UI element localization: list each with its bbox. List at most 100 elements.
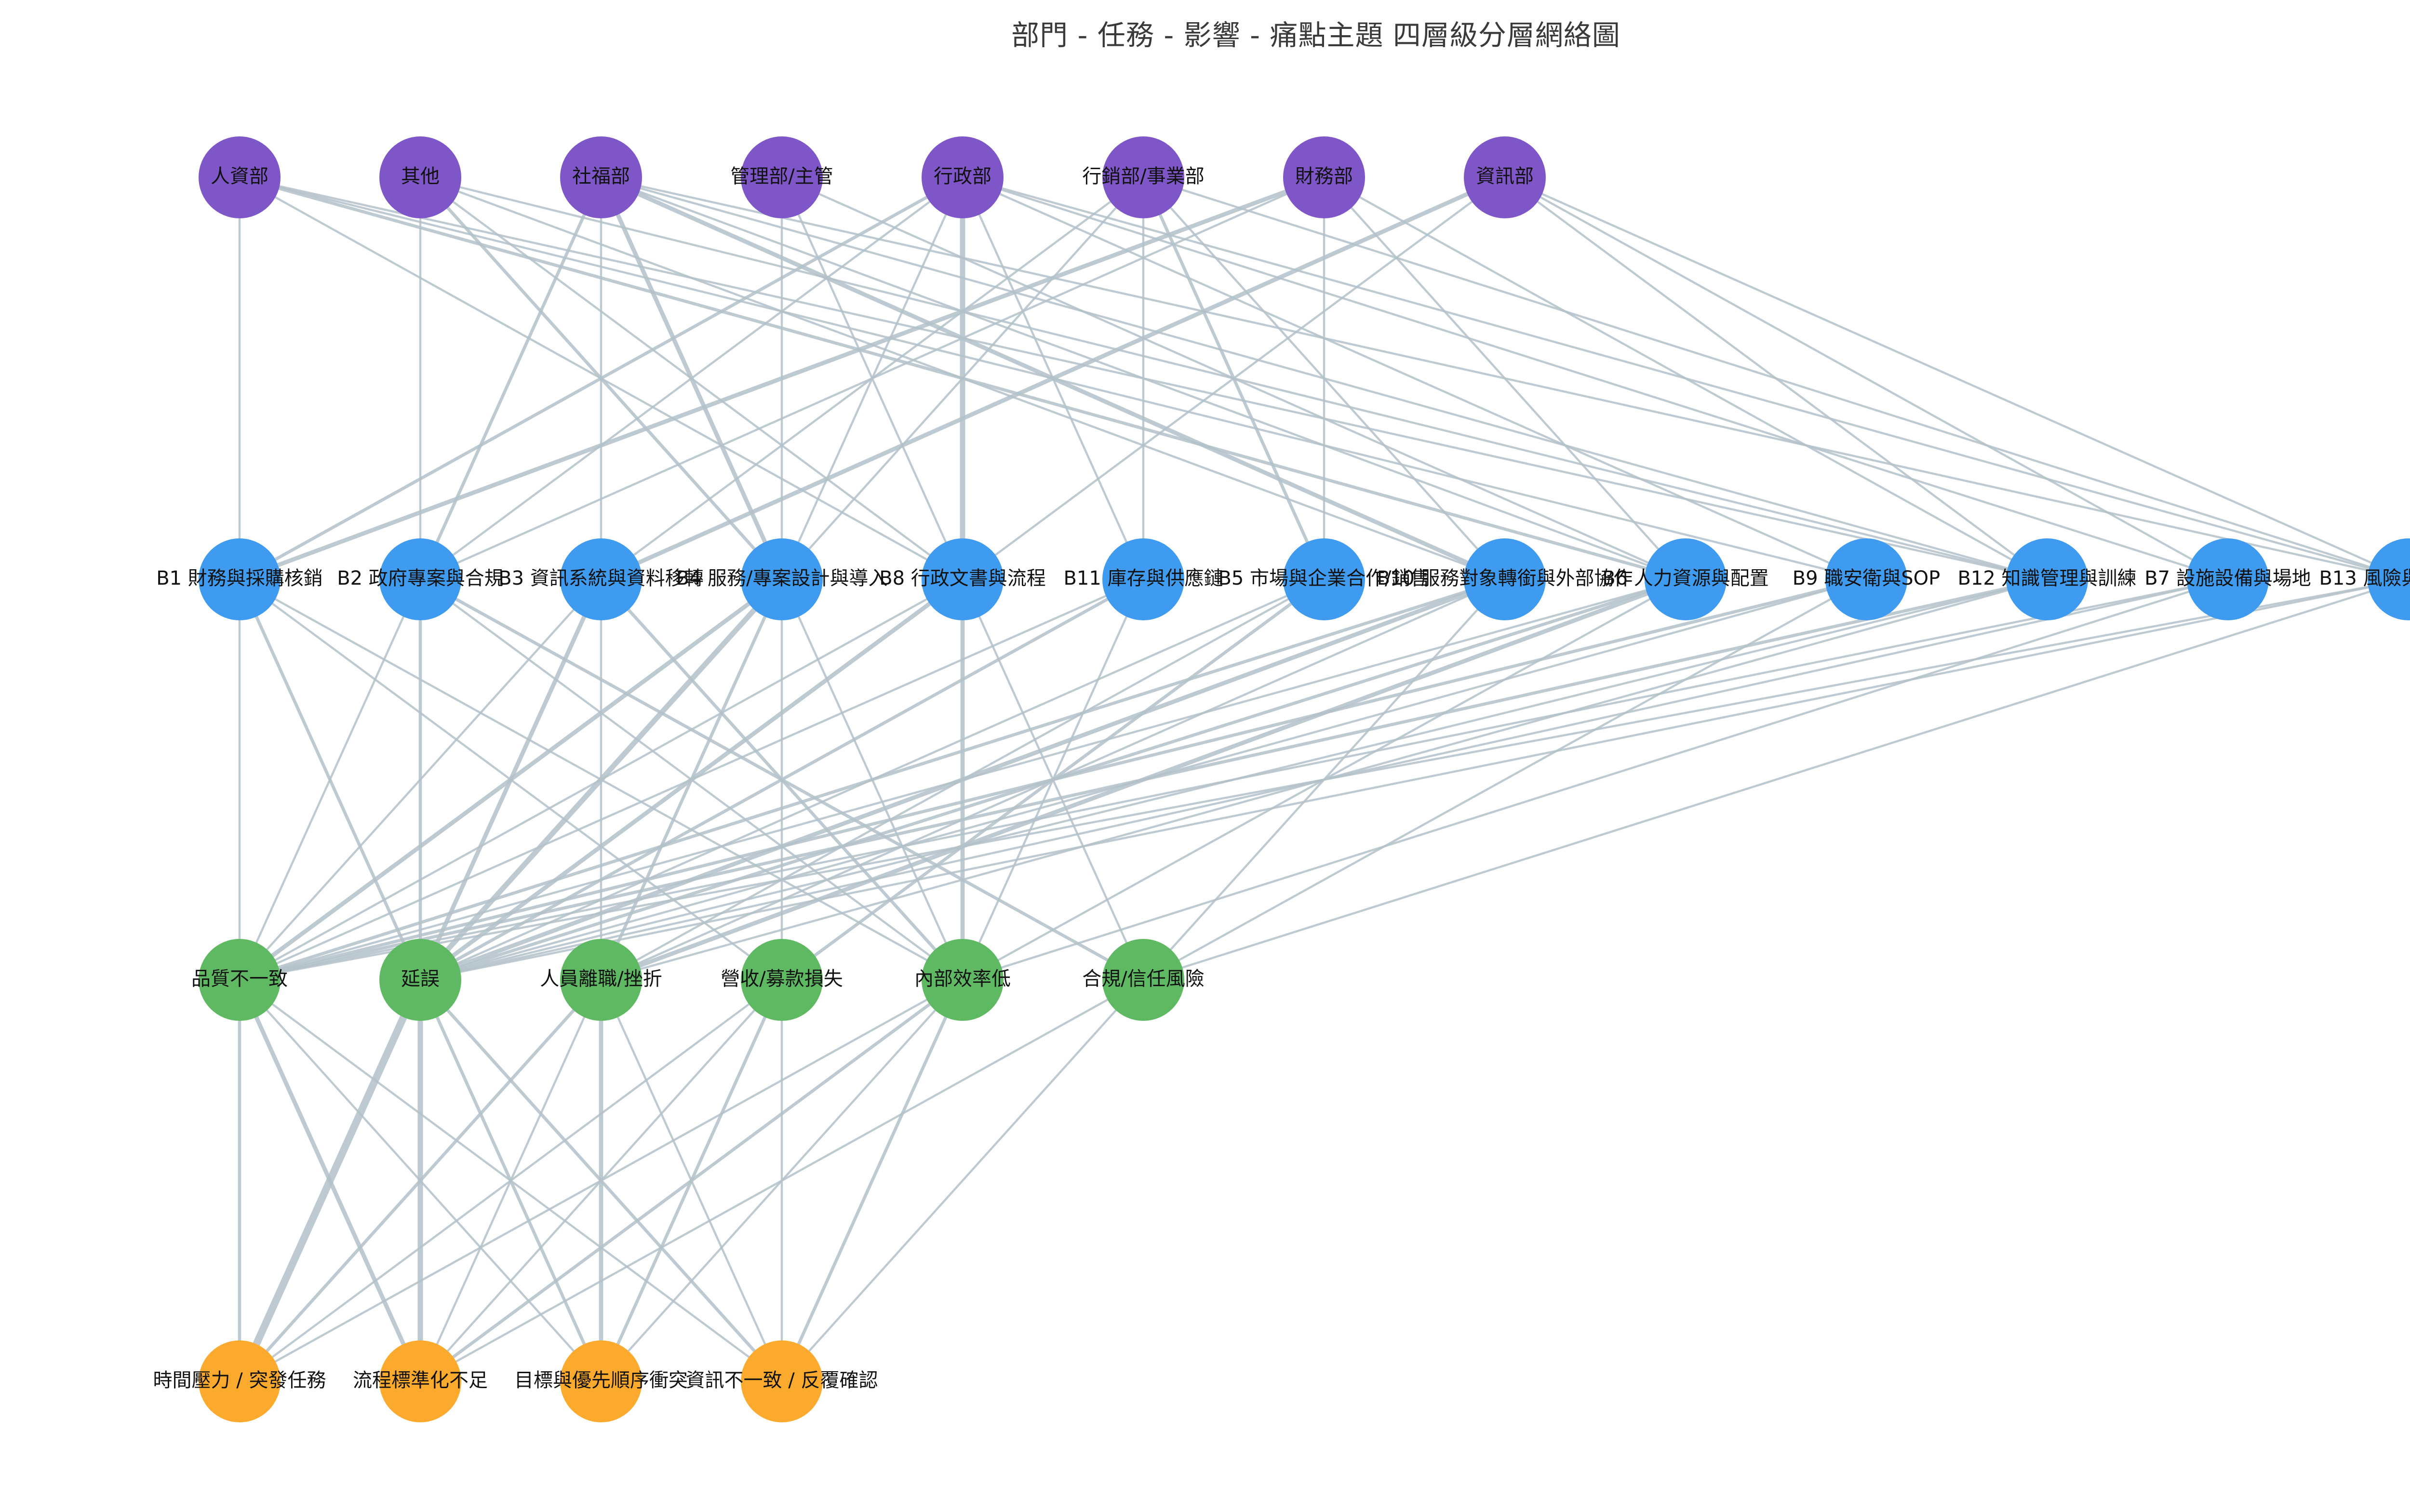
graph-node-p2[interactable]: 流程標準化不足 <box>353 1340 488 1422</box>
node-label: 社福部 <box>572 165 630 187</box>
graph-edge <box>780 176 1145 581</box>
node-label: B7 設施設備與場地 <box>2144 567 2311 589</box>
node-circle[interactable] <box>199 939 281 1021</box>
graph-edge <box>1503 176 2048 581</box>
node-circle[interactable] <box>379 538 461 620</box>
graph-node-d3[interactable]: 社福部 <box>560 136 642 218</box>
node-circle[interactable] <box>922 136 1004 218</box>
graph-node-b13[interactable]: B13 風險與緊急應變 <box>2319 538 2410 620</box>
node-circle[interactable] <box>1464 136 1546 218</box>
graph-node-p1[interactable]: 時間壓力 / 突發任務 <box>153 1340 326 1422</box>
node-circle[interactable] <box>922 939 1004 1021</box>
node-circle[interactable] <box>379 1340 461 1422</box>
node-label: B11 庫存與供應鏈 <box>1063 567 1223 589</box>
node-label: 財務部 <box>1295 165 1353 187</box>
graph-node-b8[interactable]: B8 行政文書與流程 <box>879 538 1046 620</box>
node-circle[interactable] <box>1283 538 1365 620</box>
graph-node-i2[interactable]: 延誤 <box>379 939 461 1021</box>
node-circle[interactable] <box>199 538 281 620</box>
graph-node-p3[interactable]: 目標與優先順序衝突 <box>514 1340 688 1422</box>
node-circle[interactable] <box>1102 939 1184 1021</box>
node-label: B13 風險與緊急應變 <box>2319 567 2410 589</box>
graph-node-b7[interactable]: B7 設施設備與場地 <box>2144 538 2311 620</box>
node-circle[interactable] <box>560 538 642 620</box>
graph-edge <box>238 978 603 1383</box>
graph-node-b12[interactable]: B12 知識管理與訓練 <box>1957 538 2137 620</box>
graph-edge <box>236 976 424 1385</box>
node-circle[interactable] <box>2187 538 2269 620</box>
graph-node-b4[interactable]: B4 服務/專案設計與導入 <box>676 538 888 620</box>
node-circle[interactable] <box>741 939 823 1021</box>
graph-edge <box>961 176 2229 581</box>
node-circle[interactable] <box>1283 136 1365 218</box>
node-layer: 人資部 其他 社福部 管理部/主管 行政部 行銷部/事業部 財務部 資訊部 B1 財務與採購核銷… <box>153 136 2410 1422</box>
graph-node-b6[interactable]: B6 人力資源與配置 <box>1602 538 1769 620</box>
node-circle[interactable] <box>2368 538 2410 620</box>
node-circle[interactable] <box>1102 136 1184 218</box>
graph-edge <box>238 578 1687 981</box>
graph-edge <box>961 578 2229 981</box>
node-label: 行銷部/事業部 <box>1082 165 1204 187</box>
graph-edge <box>238 578 2410 981</box>
node-circle[interactable] <box>741 136 823 218</box>
node-circle[interactable] <box>379 136 461 218</box>
graph-node-d7[interactable]: 財務部 <box>1283 136 1365 218</box>
node-circle[interactable] <box>560 136 642 218</box>
graph-node-b3[interactable]: B3 資訊系統與資料移轉 <box>498 538 704 620</box>
graph-edge <box>238 577 1507 982</box>
graph-edge <box>1142 578 1868 981</box>
node-circle[interactable] <box>1825 538 1907 620</box>
graph-node-p4[interactable]: 資訊不一致 / 反覆確認 <box>686 1340 878 1422</box>
graph-node-b1[interactable]: B1 財務與採購核銷 <box>156 538 323 620</box>
node-circle[interactable] <box>560 939 642 1021</box>
node-circle[interactable] <box>741 1340 823 1422</box>
node-label: B3 資訊系統與資料移轉 <box>498 567 704 589</box>
node-circle[interactable] <box>1102 538 1184 620</box>
node-label: 品質不一致 <box>191 968 288 990</box>
node-circle[interactable] <box>2006 538 2088 620</box>
graph-node-b5[interactable]: B5 市場與企業合作/銷售 <box>1218 538 1430 620</box>
edge-layer <box>236 174 2410 1385</box>
graph-edge <box>1503 176 2410 581</box>
graph-edge <box>418 175 603 581</box>
node-circle[interactable] <box>741 538 823 620</box>
node-circle[interactable] <box>1464 538 1546 620</box>
graph-edge <box>238 578 2229 981</box>
node-label: 時間壓力 / 突發任務 <box>153 1369 326 1392</box>
node-label: 人資部 <box>211 165 268 187</box>
node-circle[interactable] <box>922 538 1004 620</box>
graph-edge <box>238 578 602 981</box>
node-label: B5 市場與企業合作/銷售 <box>1218 567 1430 589</box>
graph-node-d8[interactable]: 資訊部 <box>1464 136 1546 218</box>
node-circle[interactable] <box>199 1340 281 1422</box>
graph-edge <box>238 578 422 981</box>
node-circle[interactable] <box>379 939 461 1021</box>
node-label: B8 行政文書與流程 <box>879 567 1046 589</box>
graph-node-d2[interactable]: 其他 <box>379 136 461 218</box>
graph-node-b10[interactable]: B10 服務對象轉銜與外部協作 <box>1377 538 1633 620</box>
node-label: B9 職安衛與SOP <box>1793 567 1941 589</box>
graph-node-d6[interactable]: 行銷部/事業部 <box>1082 136 1205 218</box>
graph-node-i6[interactable]: 合規/信任風險 <box>1082 939 1205 1021</box>
graph-node-i5[interactable]: 內部效率低 <box>914 939 1011 1021</box>
graph-node-d5[interactable]: 行政部 <box>922 136 1004 218</box>
graph-node-i3[interactable]: 人員離職/挫折 <box>540 939 662 1021</box>
node-label: 延誤 <box>401 968 440 990</box>
node-circle[interactable] <box>1645 538 1727 620</box>
node-circle[interactable] <box>560 1340 642 1422</box>
graph-node-i4[interactable]: 營收/募款損失 <box>721 939 843 1021</box>
node-label: B6 人力資源與配置 <box>1602 567 1769 589</box>
graph-node-b9[interactable]: B9 職安衛與SOP <box>1793 538 1941 620</box>
graph-node-b2[interactable]: B2 政府專案與合規 <box>337 538 504 620</box>
graph-node-i1[interactable]: 品質不一致 <box>191 939 288 1021</box>
node-label: B10 服務對象轉銜與外部協作 <box>1377 567 1633 589</box>
graph-node-d1[interactable]: 人資部 <box>199 136 281 218</box>
graph-edge <box>419 578 2410 981</box>
graph-node-d4[interactable]: 管理部/主管 <box>730 136 833 218</box>
graph-edge <box>780 978 1145 1383</box>
node-circle[interactable] <box>199 136 281 218</box>
graph-node-b11[interactable]: B11 庫存與供應鏈 <box>1063 538 1223 620</box>
graph-edge <box>238 578 964 981</box>
graph-edge <box>1323 176 2048 581</box>
